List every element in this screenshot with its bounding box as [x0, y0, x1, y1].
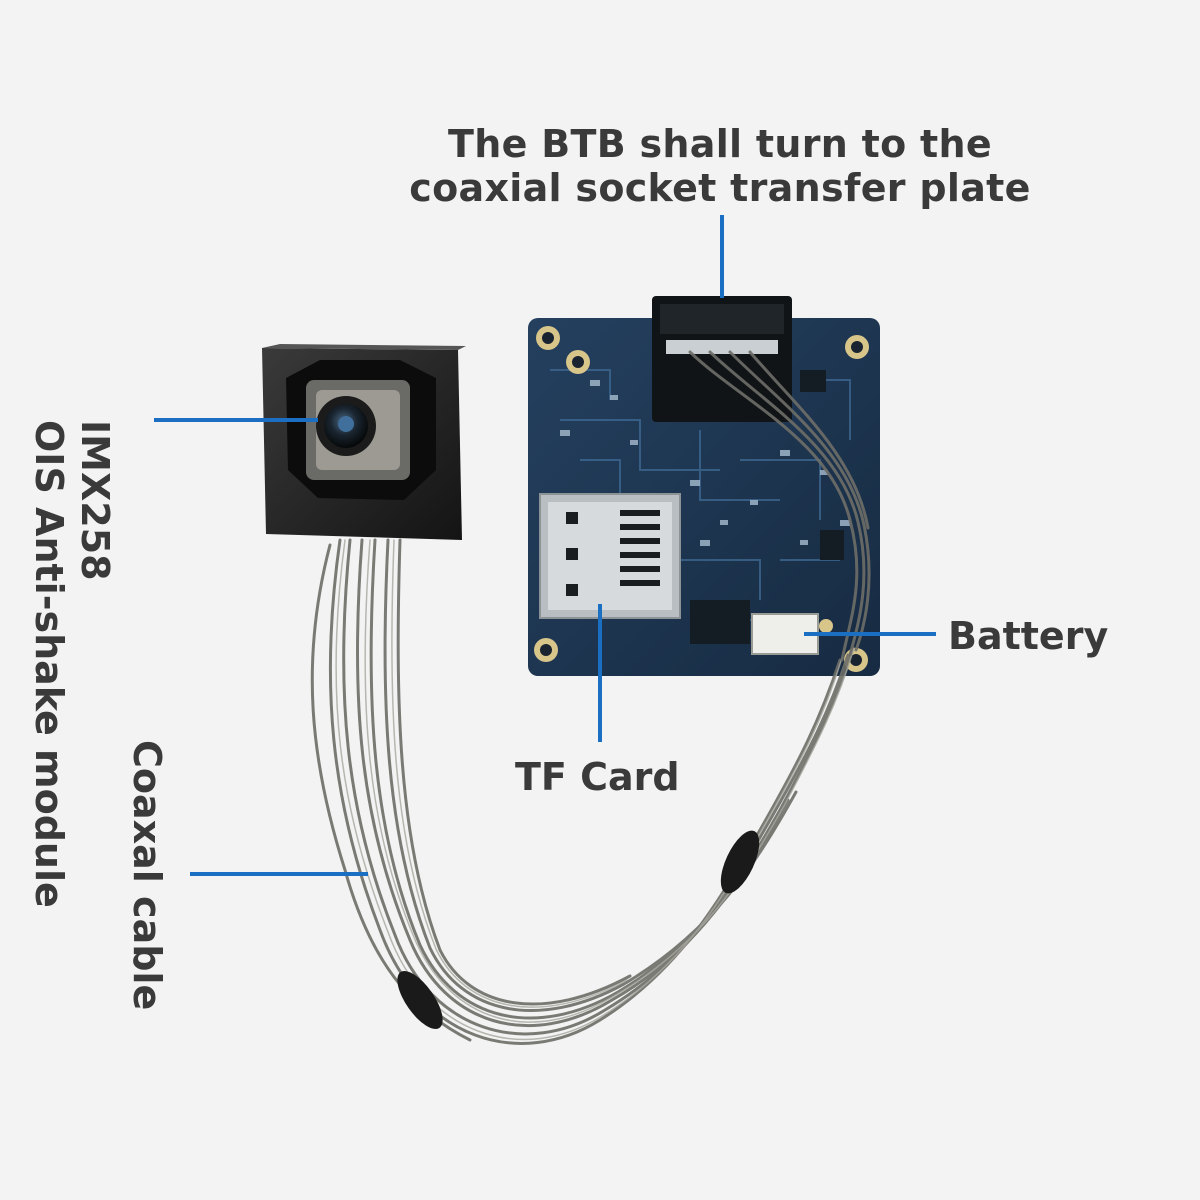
btb-annotation-line2: coaxial socket transfer plate [409, 166, 1031, 210]
cable-annotation: Coaxal cable [125, 740, 169, 1011]
tf-card-annotation: TF Card [515, 755, 680, 799]
btb-annotation-line1: The BTB shall turn to the [448, 122, 992, 166]
sensor-annotation-line2: OIS Anti-shake module [27, 420, 71, 908]
lens [316, 396, 376, 456]
battery-annotation: Battery [948, 614, 1109, 658]
sensor-annotation-line1: IMX258 [73, 420, 117, 581]
camera-module [262, 344, 466, 540]
tf-card-slot [539, 493, 681, 619]
mounting-hole [536, 326, 560, 350]
btb-annotation: The BTB shall turn to the coaxial socket… [400, 122, 1040, 210]
coaxial-cable-bundle [310, 350, 871, 1045]
leader-lines [154, 215, 936, 876]
sensor-annotation: IMX258 OIS Anti-shake module [26, 420, 118, 908]
